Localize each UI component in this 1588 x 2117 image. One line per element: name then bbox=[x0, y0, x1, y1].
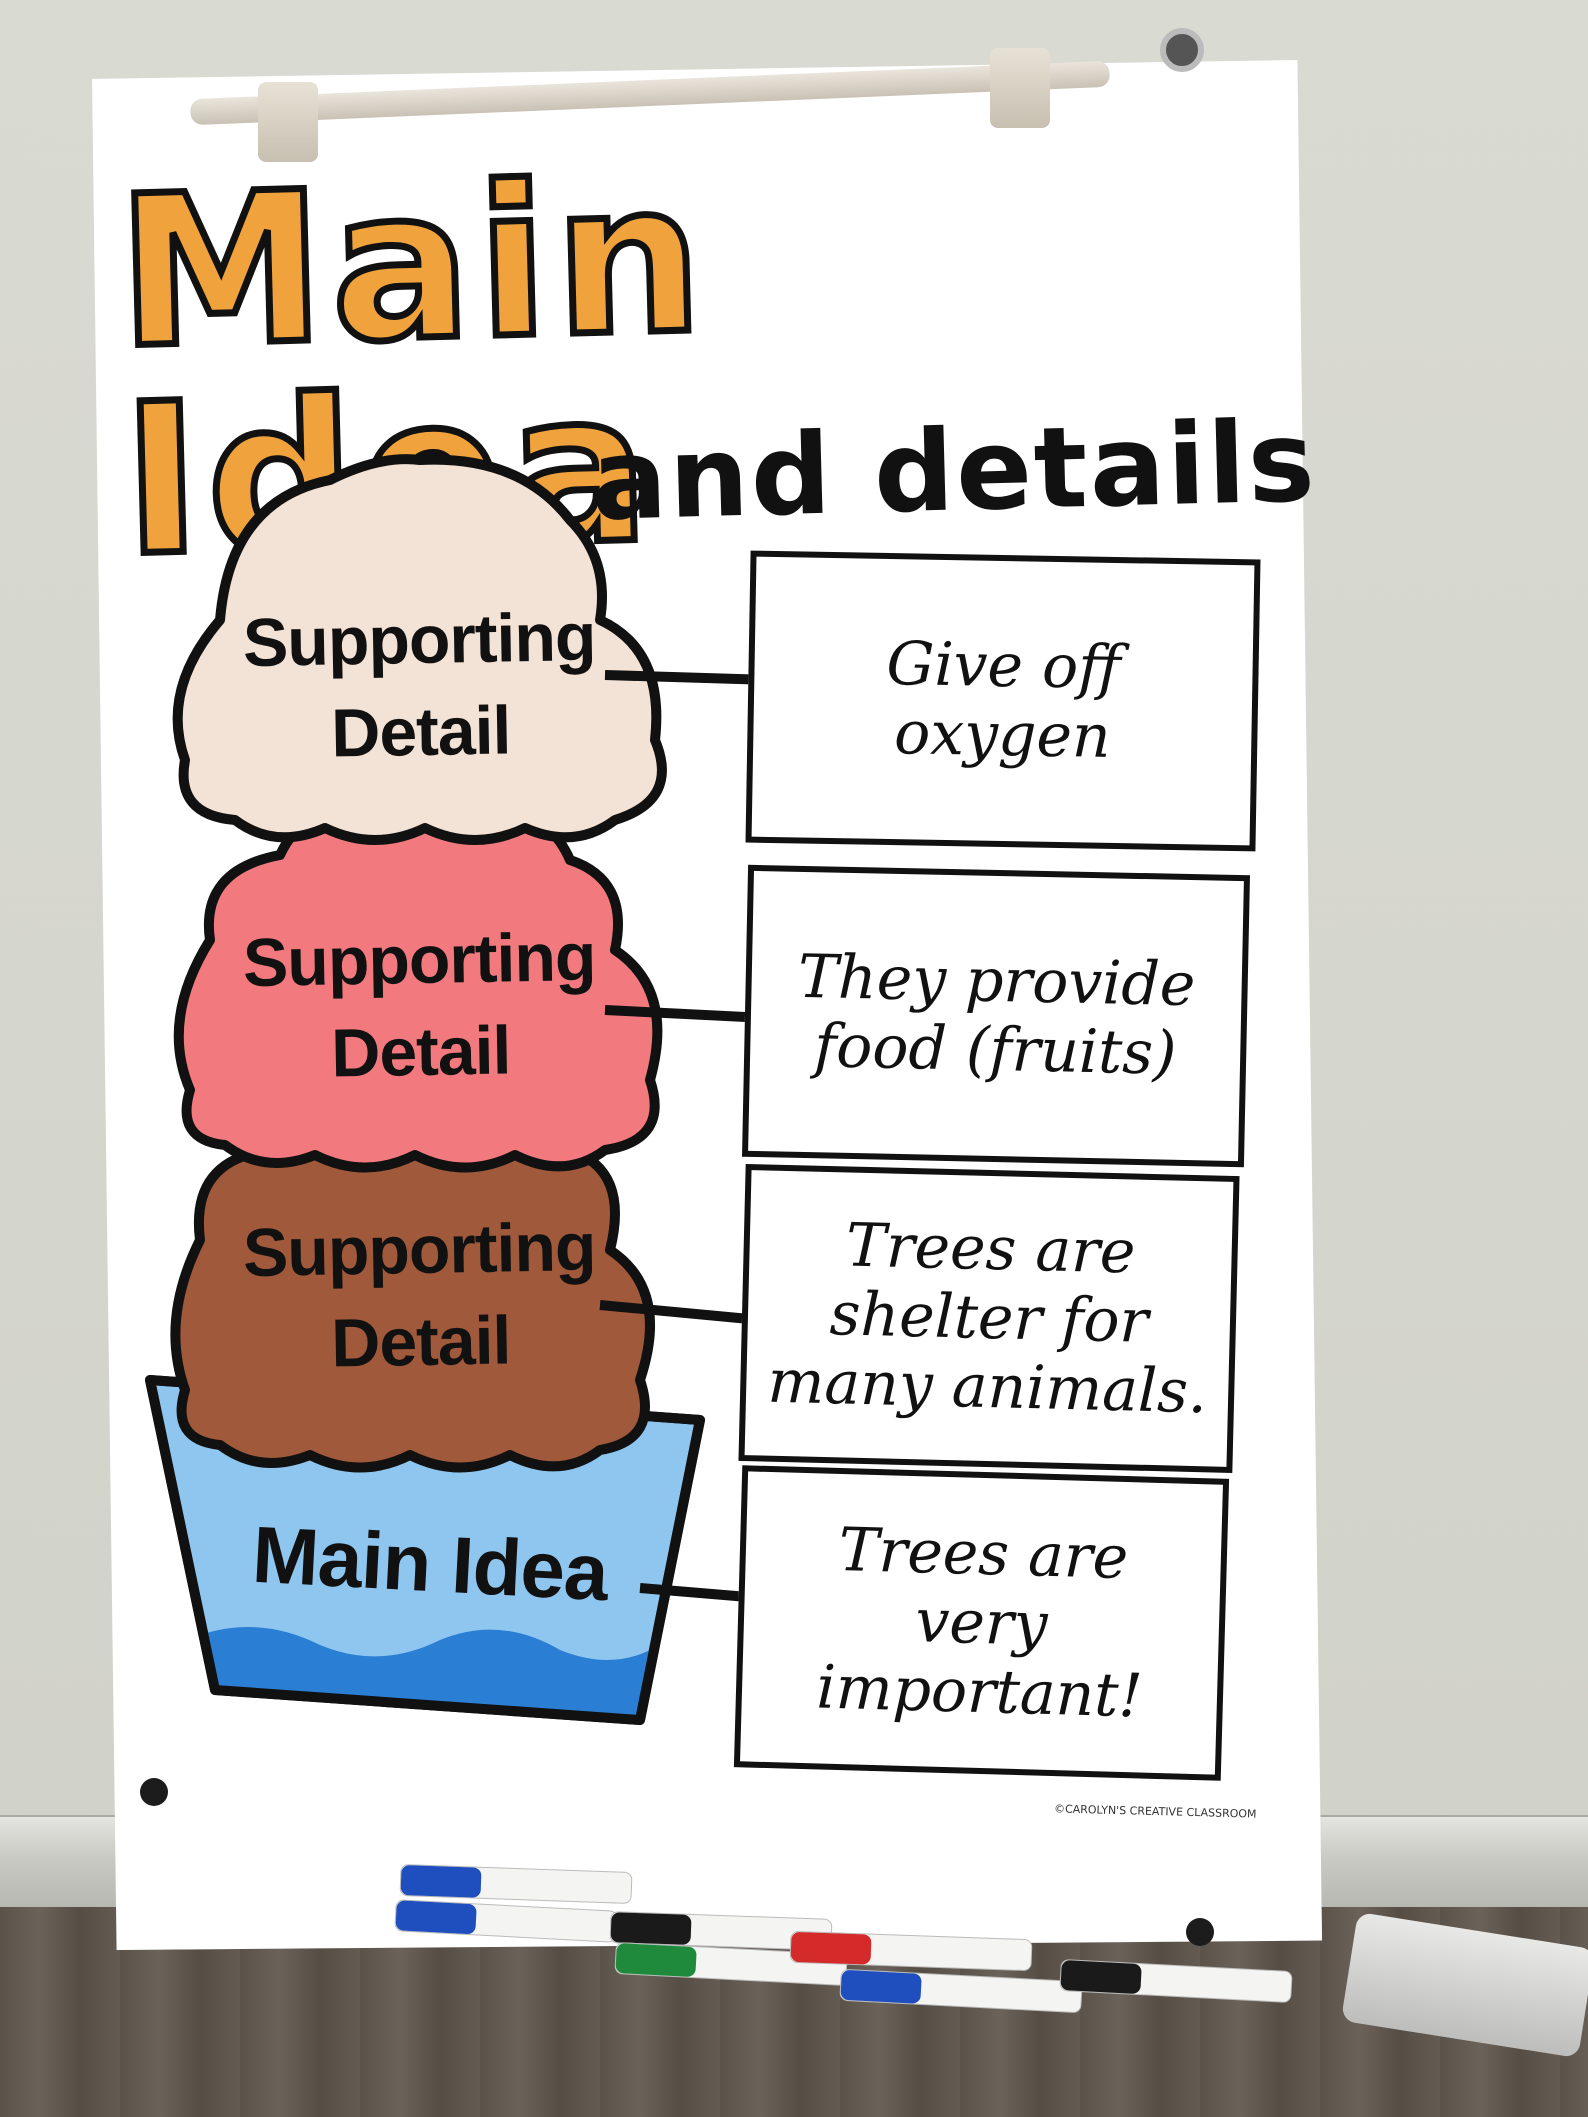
detail-box-4: Trees are very important! bbox=[733, 1465, 1230, 1781]
scoop-label-2-line1: Supporting bbox=[242, 918, 597, 1002]
marker-cap bbox=[400, 1864, 482, 1898]
detail-box-2: They provide food (fruits) bbox=[741, 864, 1251, 1168]
grommet-bottom-left bbox=[140, 1778, 168, 1806]
scoop-label-1-line2: Detail bbox=[330, 692, 512, 772]
detail-box-1-text: Give off oxygen bbox=[885, 628, 1122, 772]
rod-clip-right bbox=[990, 48, 1050, 128]
detail-box-4-text: Trees are very important! bbox=[815, 1514, 1144, 1732]
scoop-label-3-line2: Detail bbox=[330, 1302, 512, 1382]
grommet-bottom-right bbox=[1186, 1918, 1214, 1946]
scoop-label-3-line1: Supporting bbox=[242, 1208, 597, 1292]
scoop-label-1: Supporting Detail bbox=[228, 592, 611, 782]
marker-cap bbox=[615, 1943, 697, 1978]
marker-cap bbox=[840, 1969, 922, 2004]
scoop-label-3: Supporting Detail bbox=[228, 1202, 611, 1392]
detail-box-2-text: They provide food (fruits) bbox=[797, 941, 1197, 1089]
scoop-cream bbox=[172, 454, 667, 845]
scoop-label-2-line2: Detail bbox=[330, 1012, 512, 1092]
rod-clip-left bbox=[258, 82, 318, 162]
marker-cap bbox=[395, 1900, 477, 1935]
detail-box-1: Give off oxygen bbox=[745, 550, 1261, 852]
detail-box-3-text: Trees are shelter for many animals. bbox=[766, 1210, 1208, 1428]
marker-cap bbox=[610, 1912, 692, 1945]
scoop-label-2: Supporting Detail bbox=[228, 912, 611, 1102]
grommet-ring bbox=[1160, 28, 1204, 72]
marker-cap bbox=[790, 1931, 872, 1965]
scoop-label-1-line1: Supporting bbox=[242, 598, 597, 682]
detail-box-3: Trees are shelter for many animals. bbox=[738, 1164, 1240, 1473]
cup-label: Main Idea bbox=[250, 1509, 610, 1618]
marker-cap bbox=[1060, 1960, 1142, 1995]
